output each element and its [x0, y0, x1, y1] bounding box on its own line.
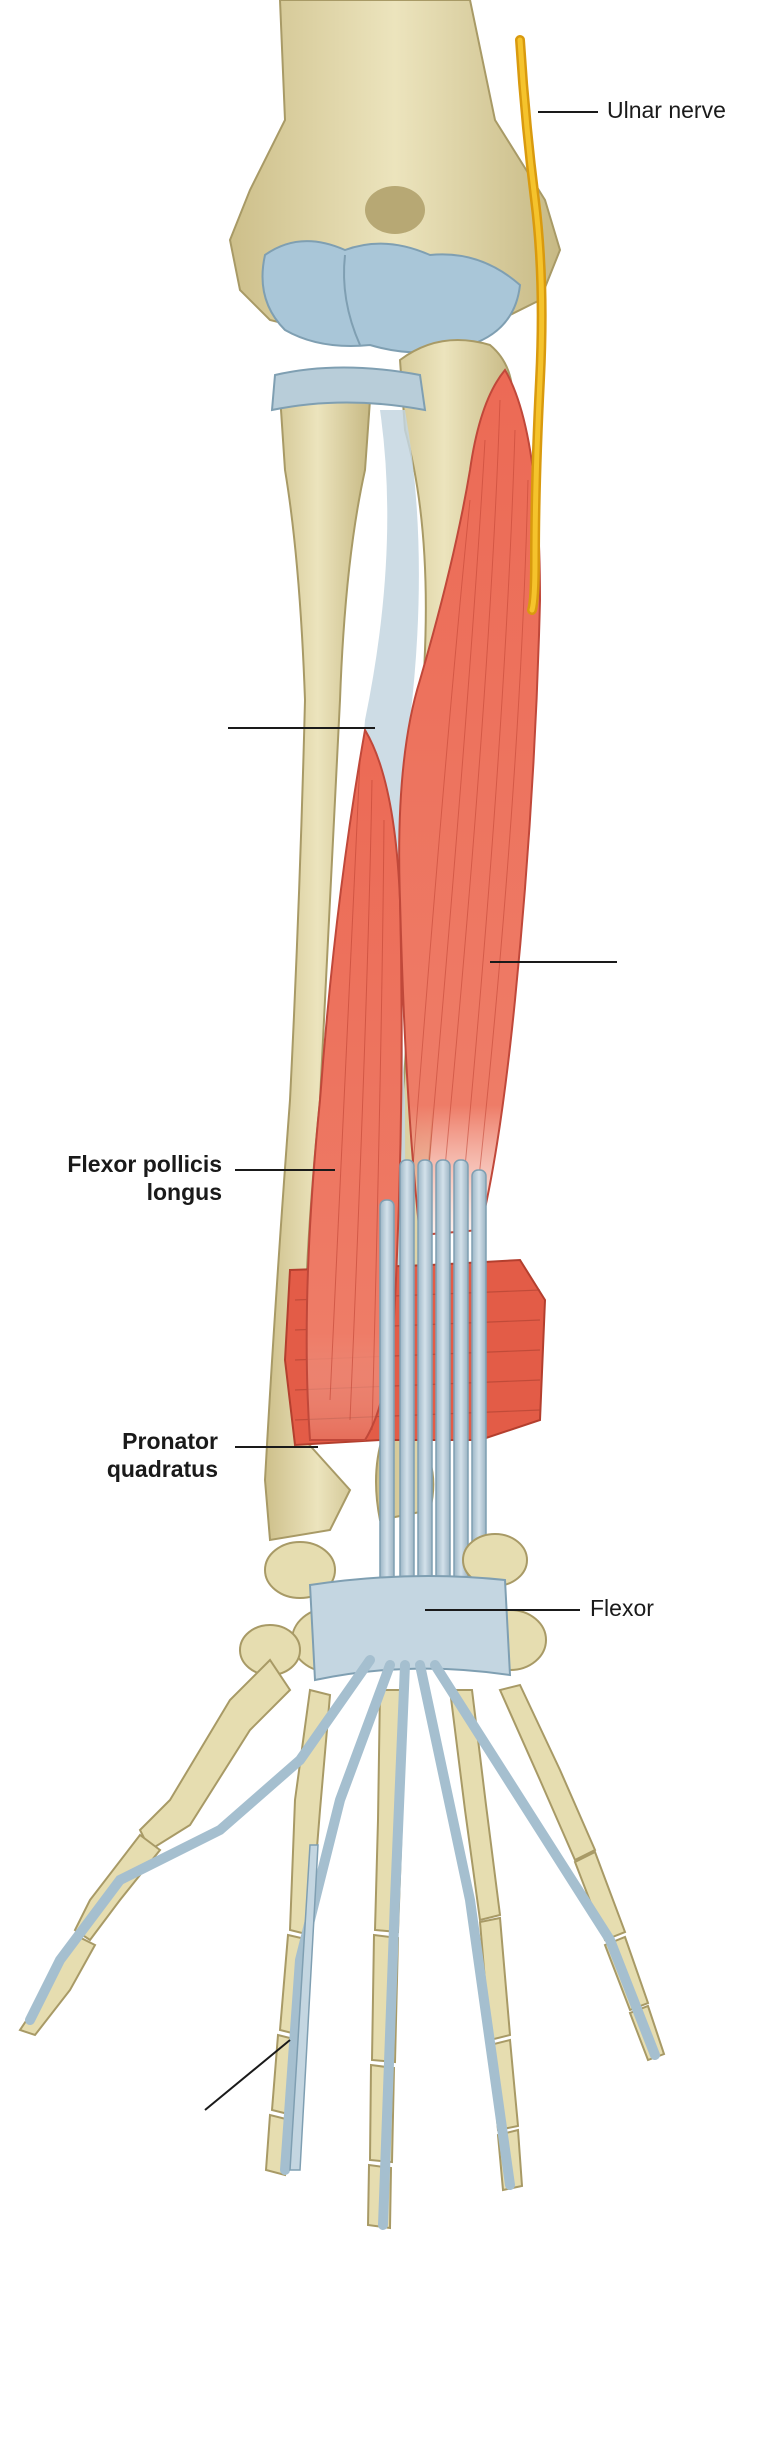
label-flexor-pollicis-longus-line2: longus [146, 1179, 222, 1205]
humerus [228, 0, 562, 354]
leader-unlabeled-3 [204, 2039, 291, 2111]
hand-bones [18, 1658, 666, 2230]
flexor-retinaculum [308, 1575, 512, 1682]
label-pronator-quadratus: Pronator quadratus [107, 1427, 218, 1483]
label-pronator-quadratus-line2: quadratus [106, 1456, 218, 1482]
forearm-flexor-tendons [379, 1159, 487, 1631]
flexor-digitorum-profundus-muscle [398, 368, 542, 1237]
label-flexor-pollicis-longus: Flexor pollicis longus [67, 1150, 222, 1206]
annular-ligament [270, 366, 427, 412]
tendon-sheath-index [289, 1844, 319, 2171]
label-flexor-retinaculum: Flexor [590, 1595, 654, 1621]
label-ulnar-nerve: Ulnar nerve [607, 97, 726, 123]
label-pronator-quadratus-line1: Pronator [122, 1428, 218, 1454]
label-flexor-pollicis-longus-line1: Flexor pollicis [67, 1151, 222, 1177]
hand-flexor-tendons [25, 1655, 660, 2230]
